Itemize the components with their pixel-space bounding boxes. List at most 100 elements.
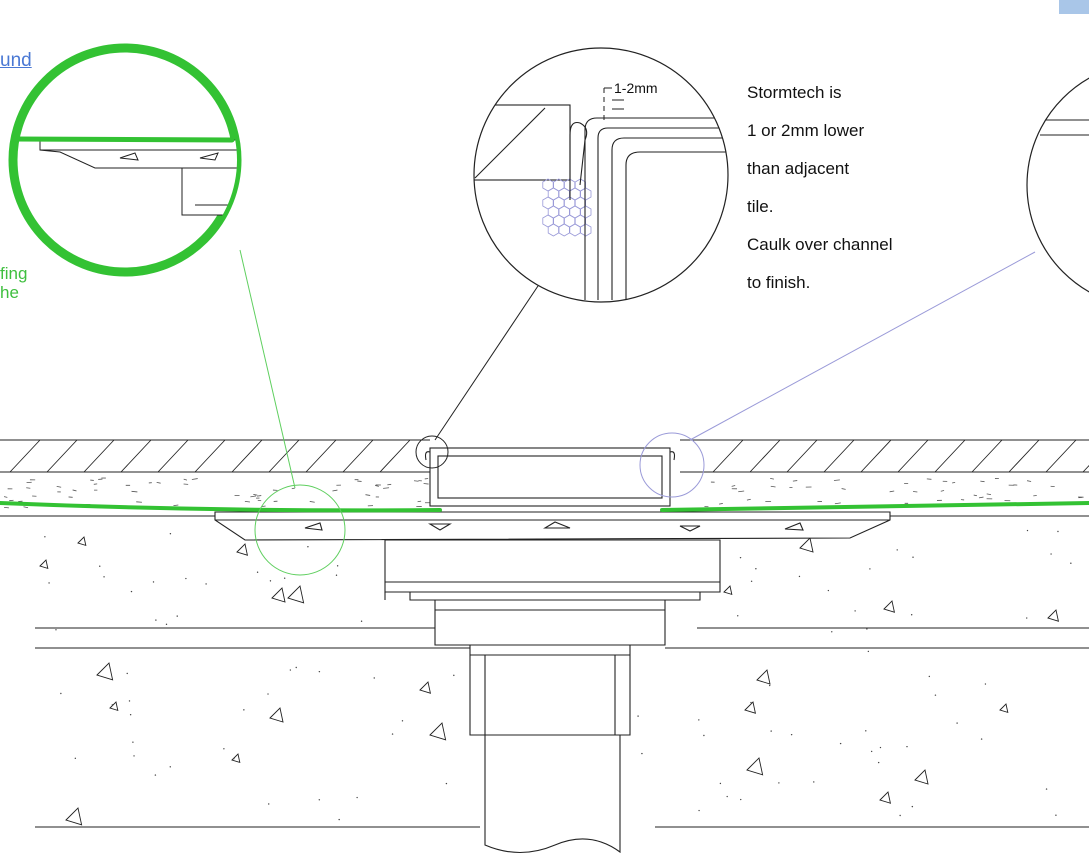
speckle bbox=[60, 692, 62, 695]
tile-hatch-line bbox=[46, 439, 78, 473]
speckle bbox=[750, 701, 752, 704]
speckle bbox=[256, 571, 259, 573]
screed-mark bbox=[156, 482, 161, 484]
dimension-label: 1-2mm bbox=[614, 80, 658, 96]
speckle bbox=[269, 580, 272, 582]
speckle bbox=[813, 781, 815, 783]
speckle bbox=[867, 650, 870, 653]
speckle bbox=[289, 669, 292, 671]
speckle bbox=[103, 576, 105, 578]
speckle bbox=[839, 742, 842, 745]
speckle bbox=[1050, 553, 1052, 555]
tile-layer bbox=[0, 439, 1089, 473]
annotation-line: Stormtech is bbox=[747, 83, 842, 102]
speckle bbox=[912, 556, 914, 558]
speckle bbox=[133, 755, 135, 757]
speckle bbox=[1055, 814, 1057, 816]
slab-lines bbox=[35, 627, 1089, 828]
speckle bbox=[740, 798, 742, 801]
speckle bbox=[879, 746, 882, 749]
speckle bbox=[268, 803, 270, 805]
speckle bbox=[726, 795, 728, 798]
tile-hatch-line bbox=[1045, 439, 1077, 473]
screed-mark bbox=[770, 478, 774, 480]
tile-hatch-line bbox=[342, 439, 374, 473]
speckle bbox=[152, 581, 155, 583]
screed-mark bbox=[383, 487, 390, 489]
speckle bbox=[798, 575, 801, 578]
screed-mark bbox=[940, 490, 945, 492]
speckle bbox=[335, 574, 338, 576]
speckle bbox=[360, 620, 363, 622]
speckle bbox=[770, 730, 772, 732]
speckle bbox=[44, 536, 46, 538]
aggregate-triangle bbox=[799, 537, 814, 553]
waterproof-membrane bbox=[0, 501, 1089, 513]
aggregate-triangle bbox=[271, 587, 286, 603]
speckle bbox=[373, 677, 375, 679]
speckle bbox=[934, 694, 937, 696]
aggregate-triangle bbox=[1047, 609, 1060, 622]
aggregate-triangle bbox=[883, 600, 896, 613]
speckle bbox=[169, 532, 172, 535]
speckle bbox=[750, 580, 753, 582]
screed-mark bbox=[250, 495, 257, 498]
speckle bbox=[911, 805, 914, 808]
detail-marker-green[interactable] bbox=[254, 484, 346, 576]
aggregate-triangle bbox=[231, 753, 241, 764]
speckle bbox=[243, 709, 245, 711]
speckle bbox=[401, 720, 404, 722]
screed-mark bbox=[792, 480, 798, 482]
speckle bbox=[956, 722, 958, 724]
stormtech-channel bbox=[424, 447, 676, 507]
screed-mark bbox=[952, 481, 956, 484]
tile-hatch-line bbox=[749, 439, 781, 473]
link-fragment[interactable]: und bbox=[0, 50, 32, 71]
aggregate-triangle bbox=[746, 757, 764, 776]
annotation-line: than adjacent bbox=[747, 159, 850, 178]
speckle bbox=[453, 674, 455, 677]
aggregate-triangle bbox=[269, 707, 284, 723]
speckle bbox=[703, 734, 705, 737]
tile-hatch-line bbox=[860, 439, 892, 473]
tile-hatch-line bbox=[120, 439, 152, 473]
speckle bbox=[176, 615, 178, 617]
tile-hatch-line bbox=[157, 439, 189, 473]
speckle bbox=[132, 741, 134, 743]
speckle bbox=[899, 814, 901, 817]
speckle bbox=[831, 631, 833, 633]
speckle bbox=[1045, 788, 1048, 790]
speckle bbox=[307, 546, 309, 548]
speckle bbox=[737, 615, 739, 617]
detail-marker-left[interactable] bbox=[415, 435, 449, 469]
aggregate-triangle bbox=[419, 681, 432, 694]
tile-hatch-line bbox=[786, 439, 818, 473]
screed-mark bbox=[889, 490, 895, 493]
tile-hatch-line bbox=[194, 439, 226, 473]
speckle bbox=[866, 628, 868, 630]
speckle bbox=[445, 782, 448, 785]
annotation-line: Caulk over channel bbox=[747, 235, 893, 254]
speckle bbox=[126, 672, 128, 675]
aggregate-triangle bbox=[287, 585, 305, 604]
screed-mark bbox=[183, 478, 188, 481]
speckle bbox=[267, 693, 269, 695]
speckle bbox=[155, 619, 157, 621]
window-corner-tab[interactable] bbox=[1059, 0, 1089, 14]
speckle bbox=[827, 589, 830, 592]
screed-mark bbox=[834, 502, 841, 505]
tile-hatch-line bbox=[9, 439, 41, 473]
aggregate-triangle bbox=[723, 585, 733, 596]
speckle bbox=[99, 565, 101, 567]
leader-line-detail-1 bbox=[434, 267, 551, 441]
detail-marker-right[interactable] bbox=[639, 432, 705, 498]
screed-mark bbox=[191, 478, 198, 480]
speckle bbox=[129, 713, 132, 716]
screed-mark bbox=[4, 506, 9, 509]
screed-mark bbox=[309, 501, 315, 503]
screed-dots bbox=[3, 477, 1089, 509]
screed-mark bbox=[770, 485, 776, 488]
speckle bbox=[698, 719, 700, 721]
screed-mark bbox=[131, 490, 138, 493]
